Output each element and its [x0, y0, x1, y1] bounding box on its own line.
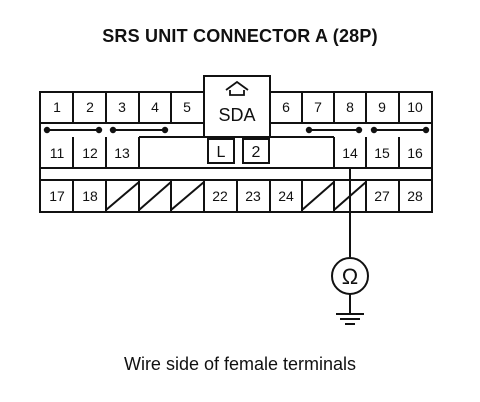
unused-terminal-mark: [138, 181, 172, 211]
lock-label: SDA: [218, 105, 255, 125]
terminal-12: 12: [82, 145, 98, 161]
terminal-2: 2: [86, 99, 94, 115]
unused-terminal-mark: [170, 181, 205, 211]
terminal-6: 6: [282, 99, 290, 115]
terminal-24: 24: [278, 188, 294, 204]
key-box-l: [207, 138, 235, 164]
unused-terminal-mark: [105, 181, 140, 211]
unused-terminal-mark: [301, 181, 335, 211]
diagram-caption: Wire side of female terminals: [123, 354, 357, 374]
shorting-bar-right: [305, 126, 430, 134]
terminal-4: 4: [151, 99, 159, 115]
lock-arrow-icon: [225, 80, 249, 96]
key-box-2: [242, 138, 270, 164]
terminal-27: 27: [374, 188, 390, 204]
terminal-13: 13: [114, 145, 130, 161]
terminal-14: 14: [342, 145, 358, 161]
terminal-7: 7: [314, 99, 322, 115]
ground-icon: [336, 313, 364, 325]
terminal-8: 8: [346, 99, 354, 115]
terminal-23: 23: [245, 188, 261, 204]
terminal-5: 5: [183, 99, 191, 115]
terminal-15: 15: [374, 145, 390, 161]
terminal-22: 22: [212, 188, 228, 204]
terminal-17: 17: [49, 188, 65, 204]
shorting-bar-left: [43, 126, 169, 134]
diagram-title: SRS UNIT CONNECTOR A (28P): [102, 26, 378, 46]
ohm-icon: Ω: [342, 264, 358, 289]
key-label-l: L: [217, 144, 226, 161]
terminal-10: 10: [407, 99, 423, 115]
terminal-9: 9: [378, 99, 386, 115]
terminal-11: 11: [50, 145, 65, 161]
terminal-18: 18: [82, 188, 98, 204]
key-label-2: 2: [252, 144, 261, 161]
terminal-16: 16: [407, 145, 423, 161]
terminal-3: 3: [118, 99, 126, 115]
terminal-28: 28: [407, 188, 423, 204]
terminal-1: 1: [53, 99, 61, 115]
